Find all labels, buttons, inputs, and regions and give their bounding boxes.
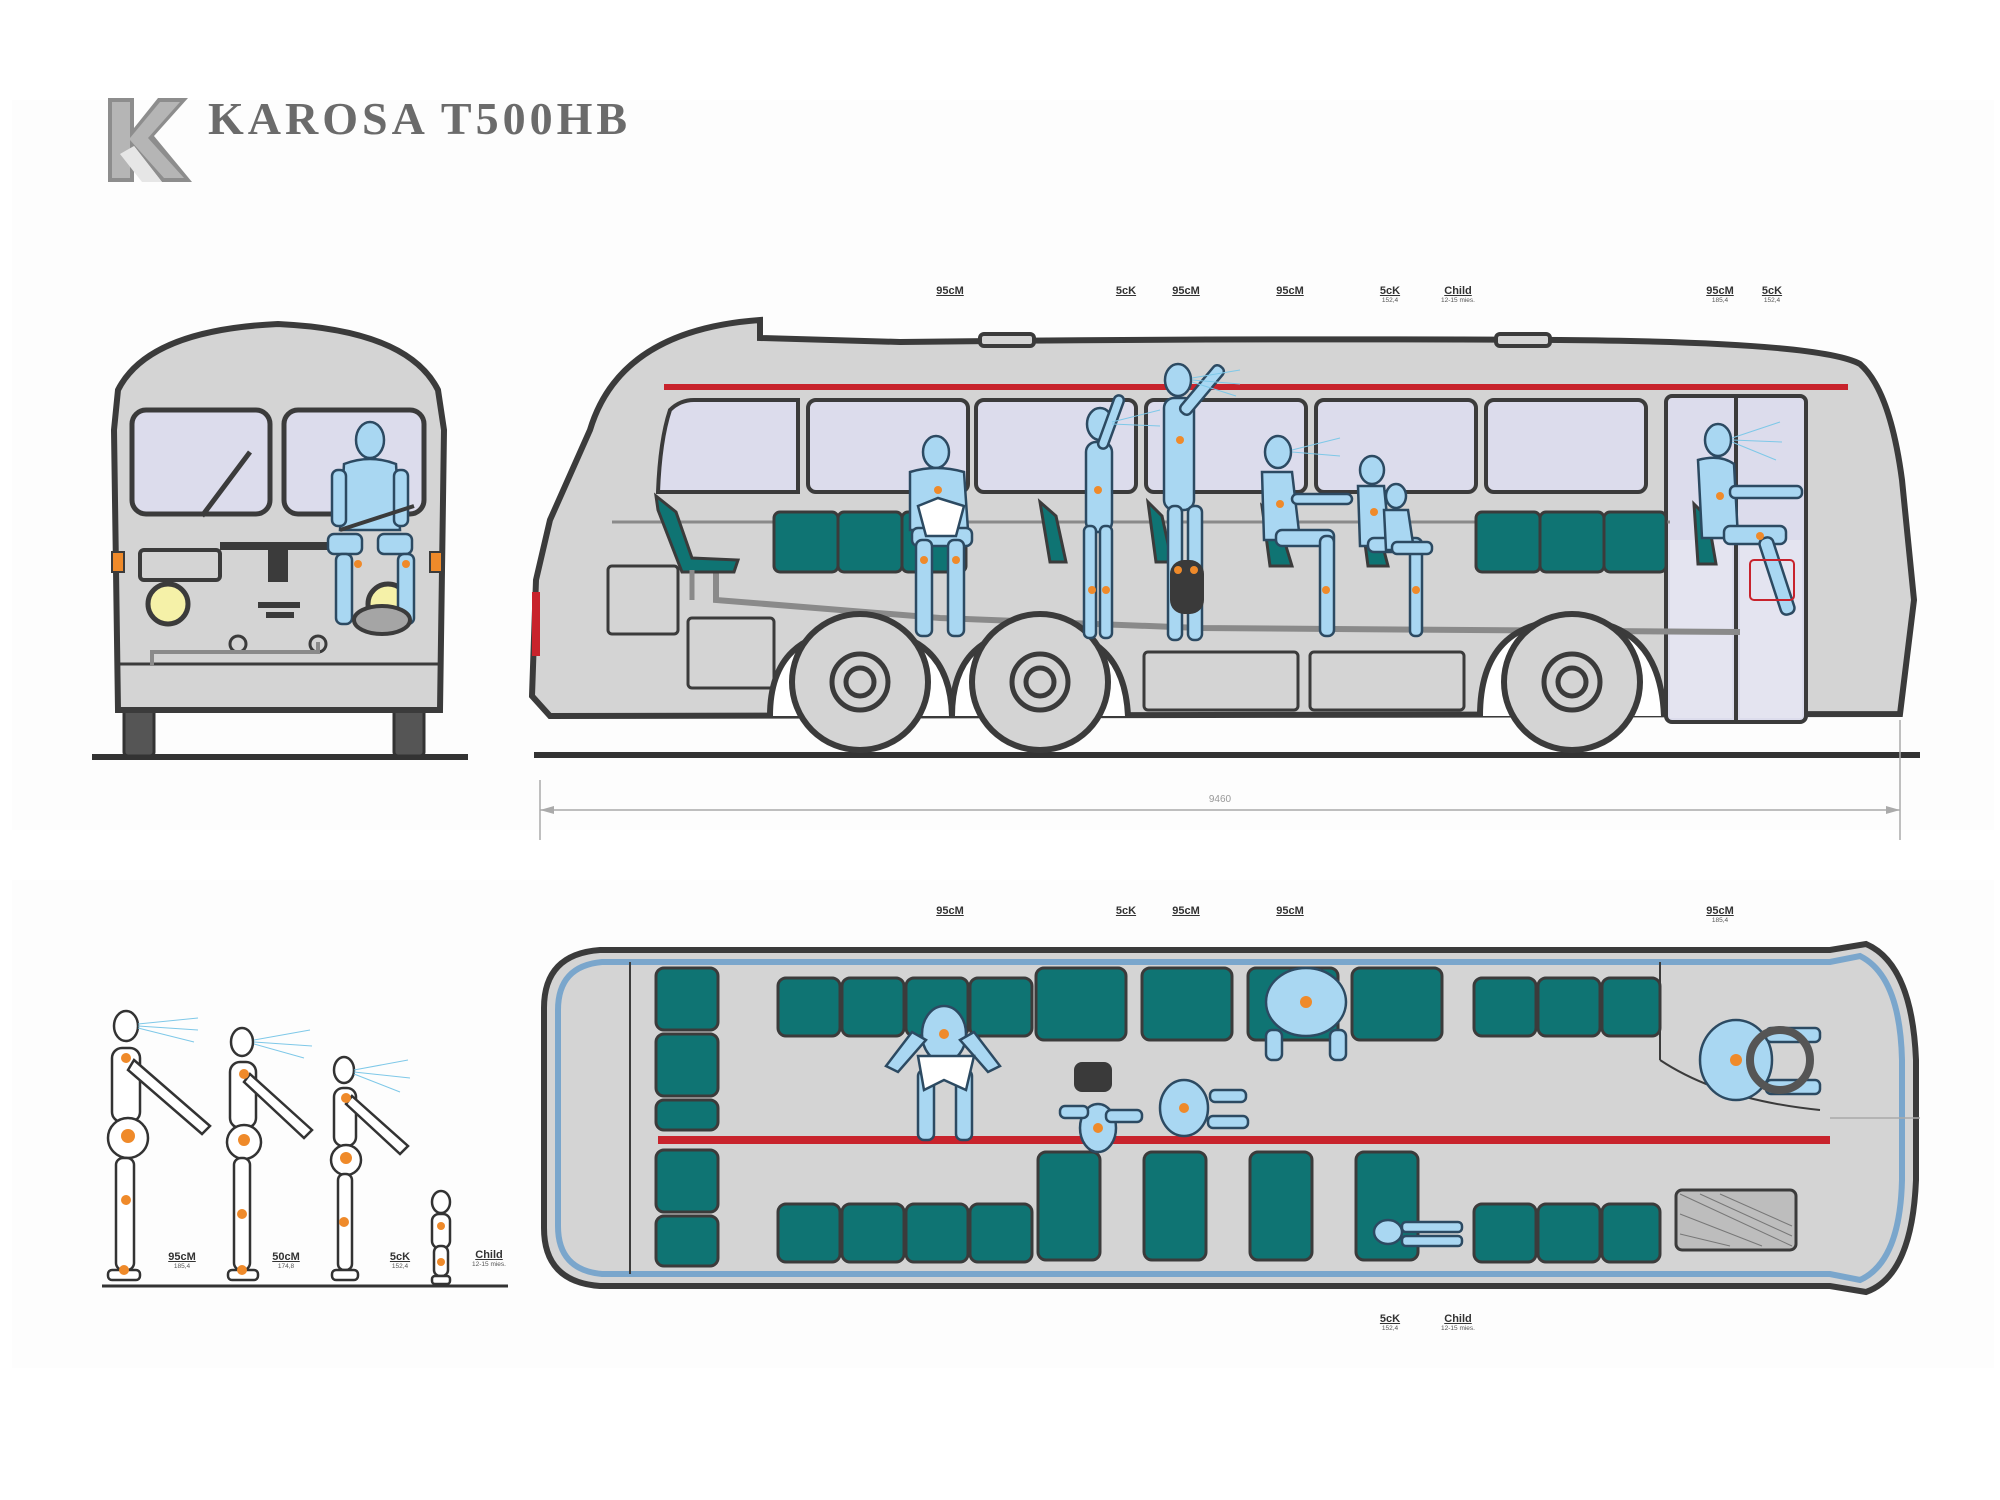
plan-top-label-4: 95cM — [1276, 905, 1304, 917]
plan-top-label-3: 95cM — [1172, 905, 1200, 917]
dummy-95cm-seated-side — [908, 434, 974, 638]
legend-dummy-95cm — [106, 1009, 212, 1282]
plan-dummy-95cm-standing — [1158, 1078, 1250, 1138]
driver-dummy-front — [326, 420, 416, 626]
side-label-1: 95cM — [936, 285, 964, 297]
side-label-3: 95cM — [1172, 285, 1200, 297]
dummy-child-seated-side — [1382, 482, 1434, 556]
bus-front-view — [92, 320, 468, 760]
plan-top-label-2: 5cK — [1115, 905, 1137, 917]
bus-side-view: 9460 — [528, 316, 1920, 840]
side-label-4: 95cM — [1276, 285, 1304, 297]
side-label-2: 5cK — [1115, 285, 1137, 297]
plan-dummy-child — [1372, 1218, 1464, 1248]
dummy-size-legend — [102, 1009, 508, 1288]
page-title: KAROSA T500HB — [208, 93, 632, 144]
dummy-95cm-standing-side — [1162, 362, 1226, 642]
bus-plan-view — [541, 940, 1920, 1296]
legend-dummy-child — [430, 1189, 452, 1286]
karosa-k-logo-icon — [108, 98, 192, 182]
length-dimension: 9460 — [1209, 794, 1232, 805]
legend-dummy-50cm — [225, 1026, 314, 1282]
plan-top-label-1: 95cM — [936, 905, 964, 917]
